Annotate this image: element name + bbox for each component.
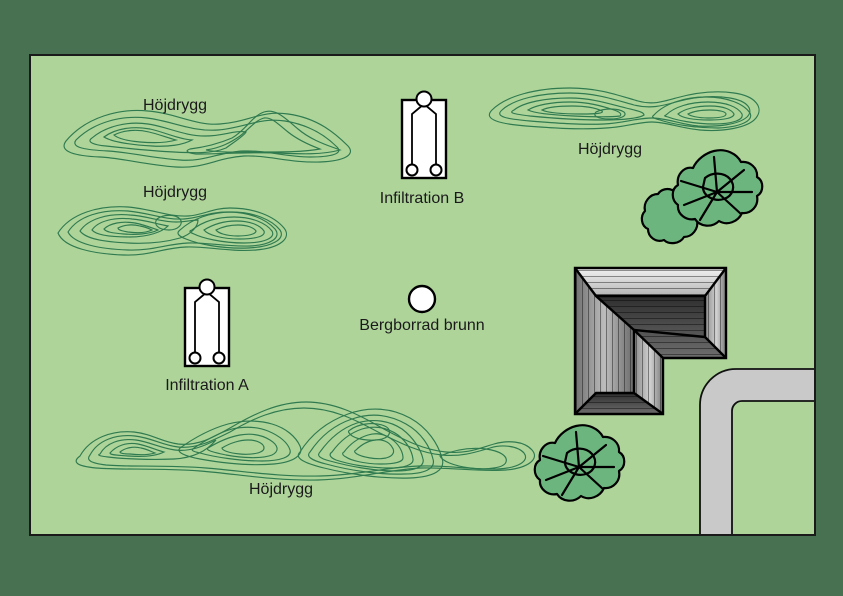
tree-lower-right — [533, 424, 626, 502]
infiltration-b-pipe-end-left-icon — [405, 163, 419, 177]
label-ridge-top-left: Höjdrygg — [143, 97, 207, 114]
ridge-mid-left: Höjdrygg — [57, 184, 287, 256]
label-ridge-mid-left: Höjdrygg — [143, 184, 207, 201]
infiltration-a-pipe-end-right-icon — [212, 351, 226, 365]
tree-upper-right — [671, 149, 764, 227]
driveway — [699, 368, 815, 535]
well-circle-icon[interactable] — [407, 284, 437, 314]
infiltration-bed-a[interactable]: Infiltration A — [165, 278, 249, 395]
infiltration-a-distribution-well-icon[interactable] — [198, 278, 216, 296]
map-border — [29, 54, 816, 536]
infiltration-b-distribution-well-icon[interactable] — [415, 90, 433, 108]
label-infiltration-b: Infiltration B — [380, 190, 464, 207]
label-ridge-top-right: Höjdrygg — [578, 141, 642, 158]
ridge-top-left: Höjdrygg — [63, 97, 351, 168]
drilled-well[interactable]: Bergborrad brunn — [359, 284, 485, 334]
infiltration-bed-b[interactable]: Infiltration B — [380, 90, 464, 208]
label-ridge-bottom: Höjdrygg — [249, 481, 313, 498]
label-infiltration-a: Infiltration A — [165, 377, 249, 394]
label-well: Bergborrad brunn — [359, 317, 484, 334]
building-roof — [573, 266, 728, 416]
infiltration-b-pipe-end-right-icon — [429, 163, 443, 177]
ridge-bottom: Höjdrygg — [75, 401, 535, 498]
infiltration-a-pipe-end-left-icon — [188, 351, 202, 365]
ridge-top-right: Höjdrygg — [489, 87, 760, 158]
